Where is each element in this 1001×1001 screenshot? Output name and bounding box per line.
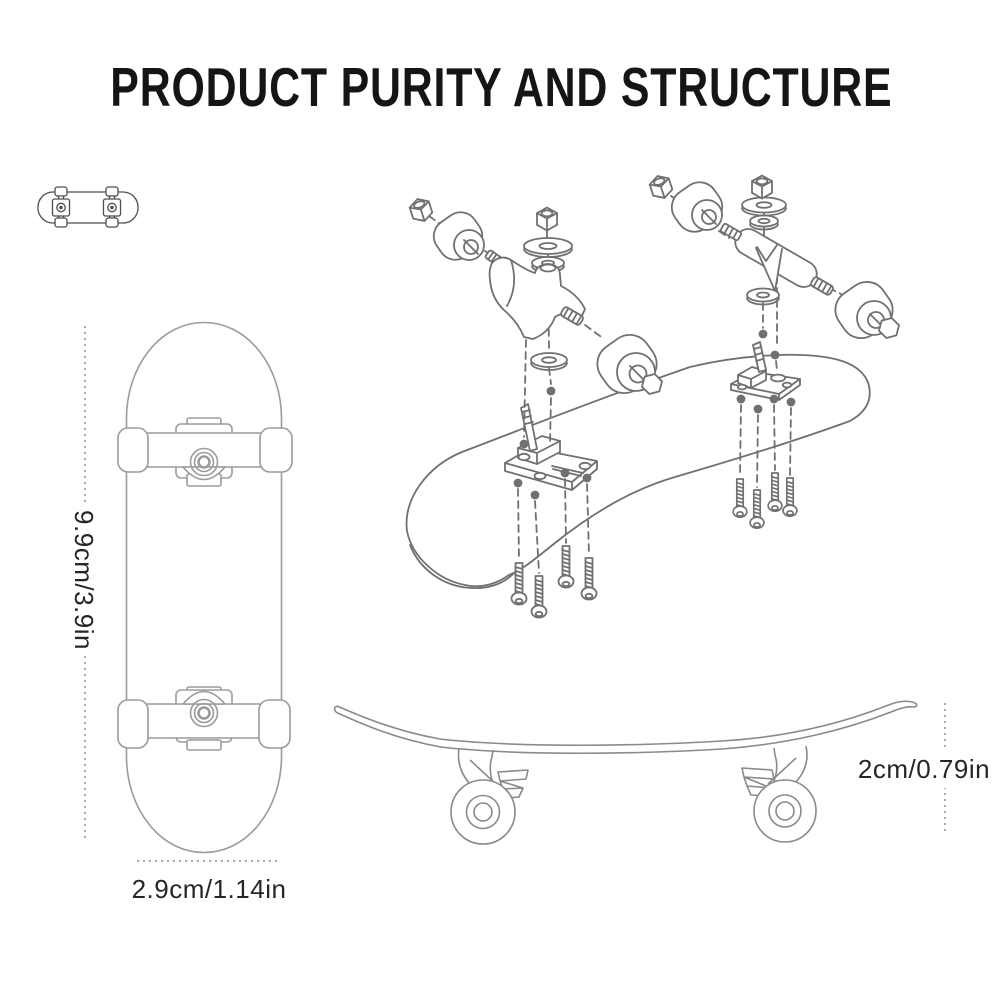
mounting-screw bbox=[782, 477, 798, 518]
mini-deck bbox=[37, 191, 139, 224]
baseplate bbox=[730, 341, 801, 401]
truck-hanger bbox=[734, 228, 818, 292]
mounting-screw bbox=[580, 557, 598, 601]
deck-3d bbox=[405, 353, 871, 589]
washer bbox=[530, 352, 568, 371]
kingpin-nut bbox=[189, 698, 219, 728]
mini-skateboard-icon bbox=[37, 186, 139, 228]
deck-side-view bbox=[333, 700, 918, 755]
mounting-screw bbox=[732, 478, 748, 519]
washer bbox=[523, 237, 573, 258]
mini-truck-front bbox=[51, 186, 71, 228]
mini-truck-rear bbox=[102, 186, 122, 228]
axle-nut bbox=[407, 195, 435, 225]
fingerboard-exploded-view bbox=[405, 172, 900, 619]
wheel bbox=[450, 779, 516, 845]
baseplate bbox=[504, 403, 598, 491]
mounting-screw bbox=[557, 545, 575, 589]
deck-top-view bbox=[125, 321, 283, 854]
front-truck-assembly bbox=[407, 195, 663, 619]
wheel bbox=[596, 333, 663, 395]
wheel bbox=[753, 779, 817, 843]
rear-truck-assembly bbox=[647, 172, 900, 530]
axle-thread bbox=[810, 276, 834, 296]
axle-stub bbox=[719, 222, 743, 242]
wheel bbox=[117, 427, 149, 473]
mounting-screw bbox=[767, 472, 783, 513]
page-title-row: PRODUCT PURITY AND STRUCTURE bbox=[0, 60, 1001, 115]
fingerboard-side-view bbox=[333, 700, 918, 845]
kingpin-nut bbox=[189, 447, 219, 477]
truck-front-top-view bbox=[117, 417, 293, 487]
kingpin-nut bbox=[751, 174, 773, 200]
fingerboard-top-view bbox=[117, 321, 293, 854]
wheel bbox=[258, 699, 291, 749]
axle-nut bbox=[647, 172, 675, 202]
kingpin-nut bbox=[536, 206, 558, 232]
wheel bbox=[259, 427, 293, 473]
wheel bbox=[117, 699, 149, 749]
mounting-screw bbox=[530, 575, 548, 619]
mounting-screw bbox=[510, 562, 528, 606]
width-dimension-label: 2.9cm/1.14in bbox=[126, 870, 292, 908]
bushing-washer bbox=[749, 214, 779, 231]
height-dimension-label: 2cm/0.79in bbox=[852, 750, 996, 788]
truck-rear-top-view bbox=[117, 686, 291, 751]
page-title: PRODUCT PURITY AND STRUCTURE bbox=[110, 56, 893, 118]
length-dimension-label: 9.9cm/3.9in bbox=[65, 505, 103, 655]
wheel bbox=[432, 211, 485, 261]
mounting-screw bbox=[749, 489, 765, 530]
axle-thread bbox=[560, 306, 584, 326]
washer bbox=[746, 287, 780, 306]
wheel bbox=[670, 181, 724, 233]
truck-hanger bbox=[488, 256, 586, 340]
kingpin-bolt bbox=[752, 341, 767, 373]
washer bbox=[741, 196, 787, 217]
wheel bbox=[834, 280, 900, 340]
width-dimension-line bbox=[137, 860, 281, 862]
